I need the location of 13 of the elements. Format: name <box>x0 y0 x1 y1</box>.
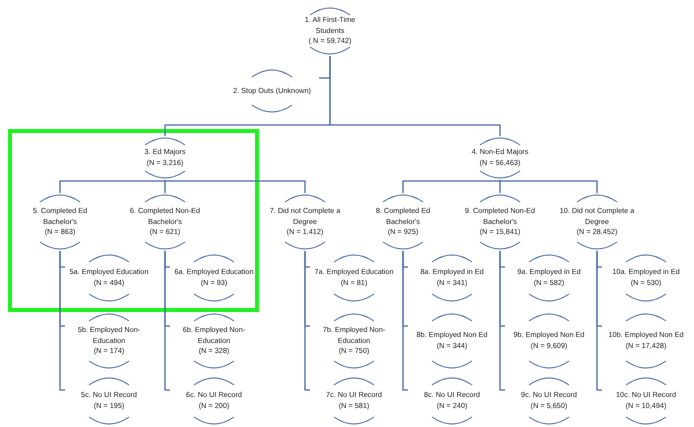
connector-line <box>164 251 170 391</box>
connector-line <box>59 180 166 193</box>
connector-line <box>499 251 505 391</box>
connector-line <box>59 251 65 391</box>
connector-line <box>304 251 310 391</box>
connector-line <box>402 251 408 391</box>
connector-line <box>499 180 598 193</box>
connector-line <box>164 180 166 193</box>
connector-line <box>329 56 501 136</box>
connector-line <box>596 251 602 391</box>
connector-line <box>499 180 501 193</box>
connector-line <box>402 180 501 193</box>
connector-line <box>164 180 306 193</box>
